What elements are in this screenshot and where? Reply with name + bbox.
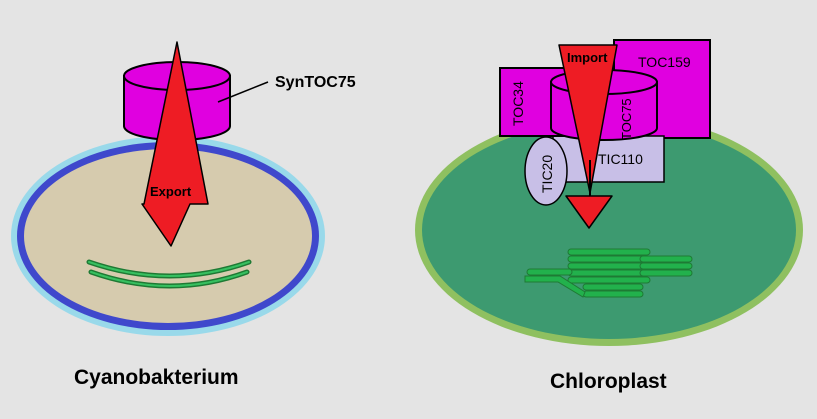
- toc34-label: TOC34: [510, 81, 526, 126]
- chloroplast-thylakoids: [524, 248, 693, 298]
- cyanobacterium-cell: [11, 136, 325, 336]
- cyanobacterium-caption: Cyanobakterium: [74, 366, 239, 389]
- tic20-oval: [524, 136, 568, 206]
- syntoc75-label: SynTOC75: [275, 74, 356, 91]
- chloroplast-cell: [415, 114, 803, 346]
- export-label: Export: [150, 184, 192, 199]
- export-arrow: [141, 41, 209, 247]
- chloroplast-caption: Chloroplast: [550, 370, 667, 393]
- tic20-label: TIC20: [539, 155, 555, 193]
- toc159-label: TOC159: [638, 54, 691, 70]
- syntoc75-pointer: [217, 81, 269, 103]
- toc75-label: TOC75: [619, 98, 634, 140]
- tic110-label: TIC110: [598, 151, 643, 167]
- tic110-box: [552, 135, 665, 183]
- chloroplast-stroma: [422, 121, 796, 339]
- import-label: Import: [567, 50, 608, 65]
- import-arrow: [558, 44, 618, 229]
